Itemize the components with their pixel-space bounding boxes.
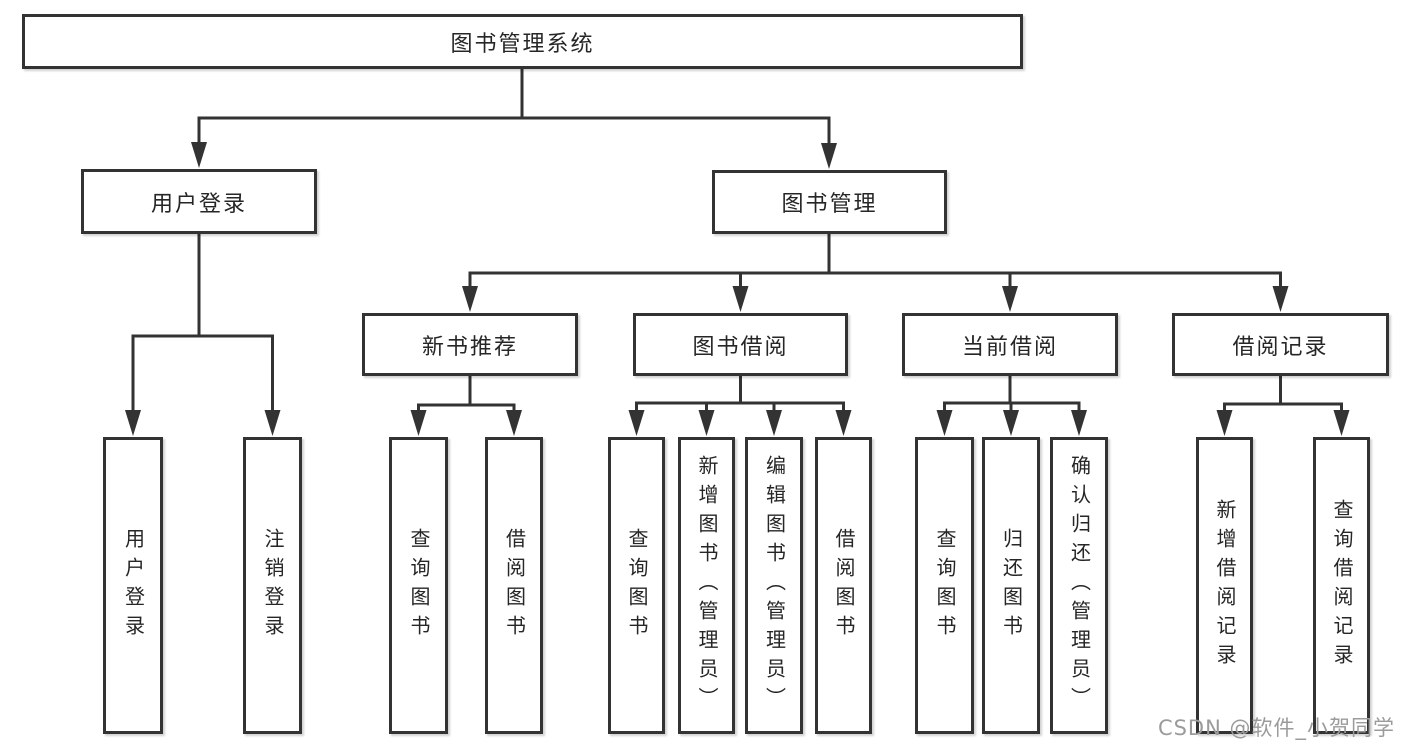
node-borrowing-records: 借阅记录 <box>1172 313 1389 376</box>
leaf-label: 用户登录 <box>121 527 146 644</box>
node-user-login: 用户登录 <box>81 169 317 234</box>
leaf-query-books: 查询图书 <box>608 437 665 734</box>
leaf-label: 注销登录 <box>261 527 285 644</box>
leaf-label: 归还图书 <box>999 527 1024 644</box>
leaf-add-book-admin: 新增图书（管理员） <box>678 437 735 734</box>
leaf-label: 新增图书（管理员） <box>695 455 719 716</box>
node-book-management: 图书管理 <box>712 170 947 234</box>
leaf-query-books: 查询图书 <box>389 437 448 734</box>
leaf-borrow-books: 借阅图书 <box>815 437 872 734</box>
node-label: 图书管理系统 <box>450 31 595 57</box>
leaf-user-login: 用户登录 <box>103 437 163 734</box>
leaf-label: 查询图书 <box>407 527 431 644</box>
node-label: 图书管理 <box>781 192 878 217</box>
leaf-add-borrow-record: 新增借阅记录 <box>1196 437 1253 734</box>
leaf-label: 查询借阅记录 <box>1330 498 1354 673</box>
leaf-label: 借阅图书 <box>832 527 856 644</box>
leaf-query-borrow-record: 查询借阅记录 <box>1313 437 1370 734</box>
node-label: 新书推荐 <box>421 334 518 360</box>
node-label: 当前借阅 <box>961 334 1058 360</box>
node-new-book-recommendation: 新书推荐 <box>362 313 578 376</box>
watermark-text: CSDN @软件_小贺同学 <box>1157 716 1395 740</box>
leaf-query-books: 查询图书 <box>915 437 974 734</box>
leaf-label: 新增借阅记录 <box>1213 498 1237 673</box>
leaf-borrow-books: 借阅图书 <box>485 437 543 734</box>
node-book-borrowing: 图书借阅 <box>633 313 848 376</box>
tree-edges <box>131 69 1343 414</box>
leaf-label: 查询图书 <box>933 527 957 644</box>
arrowheads <box>125 142 1350 436</box>
leaf-label: 借阅图书 <box>502 527 527 644</box>
leaf-label: 编辑图书（管理员） <box>762 455 787 716</box>
leaf-edit-book-admin: 编辑图书（管理员） <box>745 437 803 734</box>
node-library-management-system: 图书管理系统 <box>22 14 1023 69</box>
node-label: 用户登录 <box>150 191 247 217</box>
leaf-return-book: 归还图书 <box>982 437 1040 734</box>
leaf-confirm-return-admin: 确认归还（管理员） <box>1050 437 1108 734</box>
node-current-borrowing: 当前借阅 <box>902 313 1118 376</box>
leaf-label: 查询图书 <box>625 527 649 644</box>
node-label: 图书借阅 <box>692 334 789 360</box>
node-label: 借阅记录 <box>1232 334 1329 360</box>
leaf-logout: 注销登录 <box>243 437 302 734</box>
leaf-label: 确认归还（管理员） <box>1067 455 1092 716</box>
